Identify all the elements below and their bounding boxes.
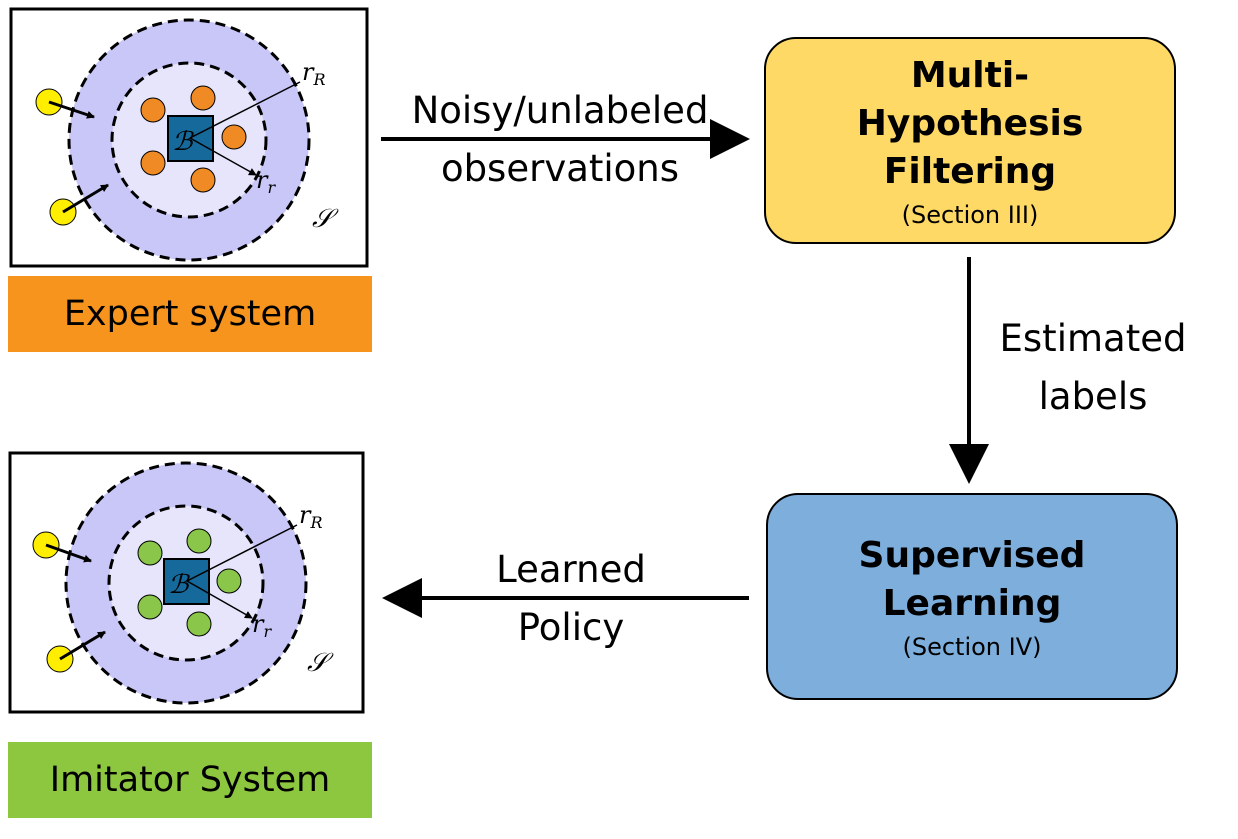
- radius-r-label: rr: [252, 610, 272, 641]
- filtering-box: Multi-Hypothesis Filtering (Section III): [764, 37, 1176, 244]
- base-label: ℬ: [168, 570, 190, 600]
- policy-label: Learned Policy: [496, 548, 646, 649]
- intruder-agents: [35, 88, 109, 226]
- base-square: [163, 558, 210, 605]
- imitator-scene: ℬ rR rr 𝒮: [8, 451, 365, 714]
- filtering-title: Multi-Hypothesis Filtering: [856, 54, 1084, 192]
- expert-scene: ℬ rR rr 𝒮: [9, 7, 369, 268]
- radius-R-label: rR: [302, 58, 326, 89]
- learning-title: Supervised Learning: [858, 534, 1086, 624]
- defender-agents: [140, 85, 247, 193]
- learning-box: Supervised Learning (Section IV): [766, 493, 1178, 700]
- imitator-system-label: Imitator System: [49, 760, 331, 800]
- learned-agents: [137, 528, 242, 637]
- labels-label: Estimated labels: [999, 317, 1187, 418]
- radius-r-label: rr: [256, 166, 276, 197]
- expert-system-label: Expert system: [63, 294, 317, 334]
- observations-label: Noisy/unlabeled observations: [411, 89, 709, 190]
- expert-system-banner: Expert system: [8, 276, 372, 352]
- imitator-system-banner: Imitator System: [8, 742, 372, 818]
- learning-subtitle: (Section IV): [902, 632, 1042, 661]
- filtering-subtitle: (Section III): [901, 200, 1039, 229]
- radius-R-label: rR: [299, 501, 323, 532]
- intruder-agents: [32, 531, 106, 673]
- base-label: ℬ: [172, 127, 194, 157]
